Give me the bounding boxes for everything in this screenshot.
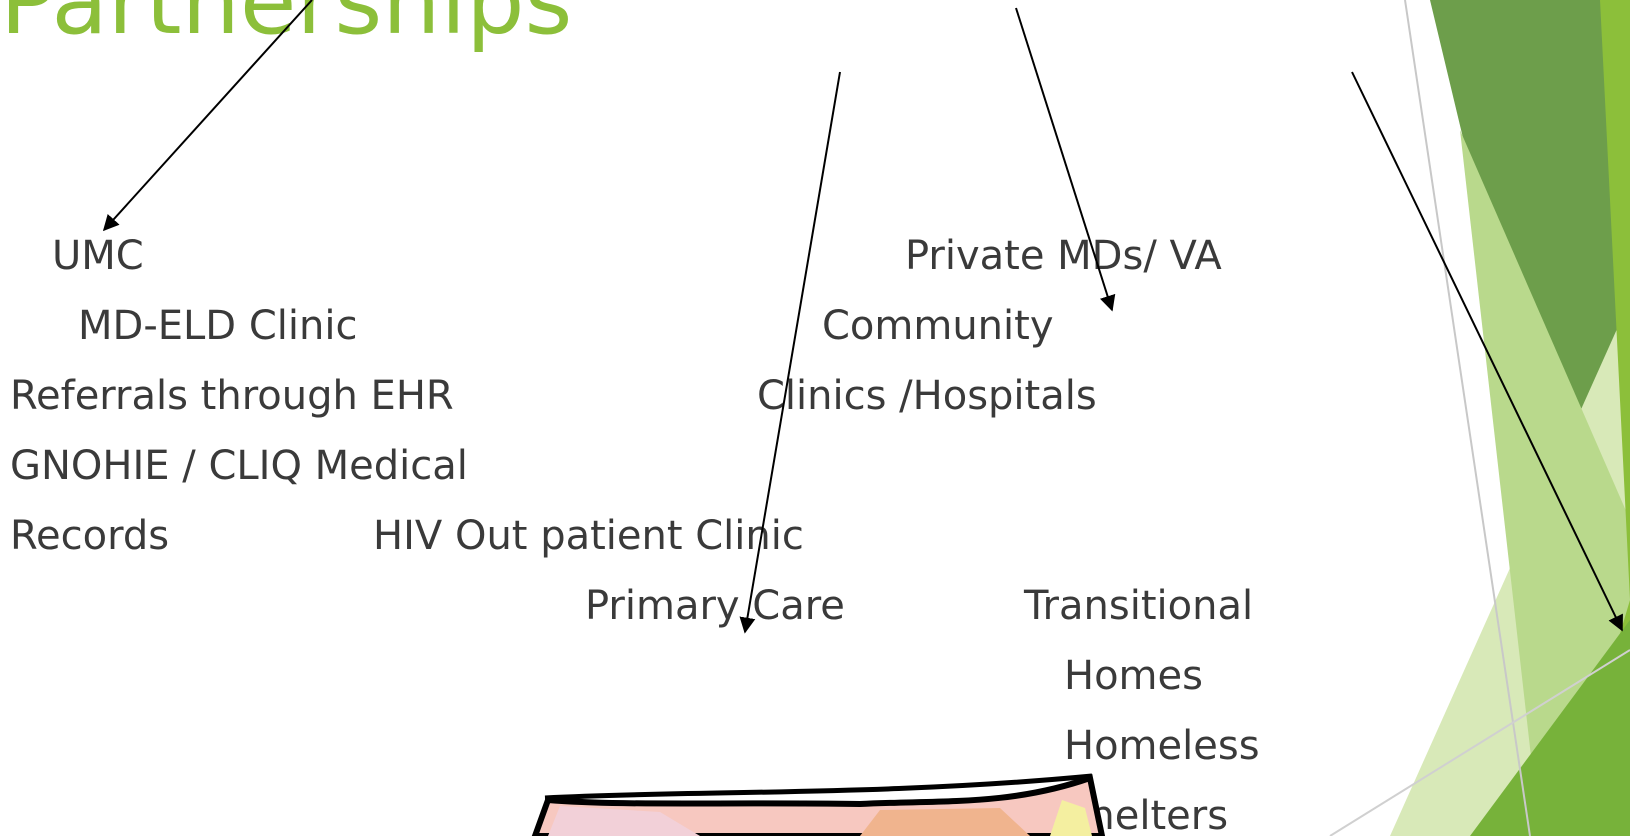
arrow-to-primary-care (745, 72, 840, 632)
arrow-to-right-edge (1352, 72, 1622, 630)
arrow-to-private-mds (1016, 8, 1112, 310)
arrow-to-umc (104, 0, 312, 230)
